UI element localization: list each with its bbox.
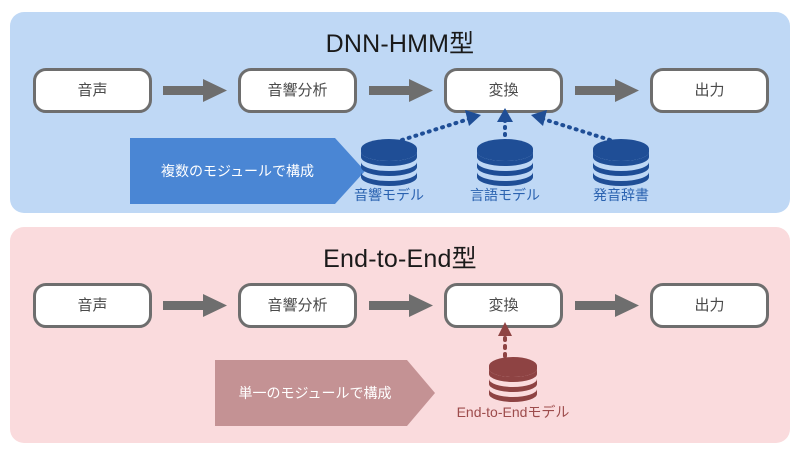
panel-title-end-to-end: End-to-End型 bbox=[323, 245, 477, 273]
callout-multiple-modules: 複数のモジュールで構成 bbox=[130, 138, 365, 204]
flow-box-label: 変換 bbox=[488, 82, 519, 99]
model-node-acoustic-model: 音響モデル bbox=[343, 136, 435, 203]
flow-box-audio-input: 音声 bbox=[33, 283, 152, 328]
flow-box-label: 音響分析 bbox=[267, 82, 328, 99]
panel-title-dnn-hmm: DNN-HMM型 bbox=[325, 30, 475, 58]
flow-arrow-2 bbox=[369, 294, 433, 317]
flow-arrow-1 bbox=[163, 79, 227, 102]
flow-box-label: 音声 bbox=[77, 82, 108, 99]
flow-box-acoustic-analysis: 音響分析 bbox=[238, 68, 357, 113]
callout-single-module: 単一のモジュールで構成 bbox=[215, 360, 435, 426]
flow-box-label: 出力 bbox=[694, 82, 725, 99]
model-label: 言語モデル bbox=[470, 187, 540, 203]
flow-arrow-3 bbox=[575, 79, 639, 102]
flow-row-end-to-end: 音声 音響分析 変換 bbox=[10, 283, 790, 329]
flow-box-acoustic-analysis: 音響分析 bbox=[238, 283, 357, 328]
flow-box-conversion: 変換 bbox=[444, 68, 563, 113]
model-label: 発音辞書 bbox=[593, 187, 649, 203]
flow-box-label: 音声 bbox=[77, 297, 108, 314]
model-node-language-model: 言語モデル bbox=[459, 136, 551, 203]
model-label: End-to-Endモデル bbox=[456, 404, 570, 420]
flow-box-output: 出力 bbox=[650, 68, 769, 113]
callout-label: 単一のモジュールで構成 bbox=[238, 385, 392, 401]
model-label: 音響モデル bbox=[354, 187, 424, 203]
flow-row-dnn-hmm: 音声 音響分析 変換 bbox=[10, 68, 790, 114]
flow-box-label: 音響分析 bbox=[267, 297, 328, 314]
flow-box-label: 変換 bbox=[488, 297, 519, 314]
flow-arrow-1 bbox=[163, 294, 227, 317]
database-icon bbox=[593, 139, 649, 186]
callout-label: 複数のモジュールで構成 bbox=[160, 163, 315, 179]
flow-box-conversion: 変換 bbox=[444, 283, 563, 328]
model-node-pronunciation-dictionary: 発音辞書 bbox=[575, 136, 667, 203]
flow-box-label: 出力 bbox=[694, 297, 725, 314]
flow-arrow-2 bbox=[369, 79, 433, 102]
model-node-end-to-end-model: End-to-Endモデル bbox=[448, 353, 578, 420]
database-icon bbox=[489, 357, 537, 402]
flow-box-audio-input: 音声 bbox=[33, 68, 152, 113]
database-icon bbox=[361, 139, 417, 186]
flow-arrow-3 bbox=[575, 294, 639, 317]
flow-box-output: 出力 bbox=[650, 283, 769, 328]
database-icon bbox=[477, 139, 533, 186]
